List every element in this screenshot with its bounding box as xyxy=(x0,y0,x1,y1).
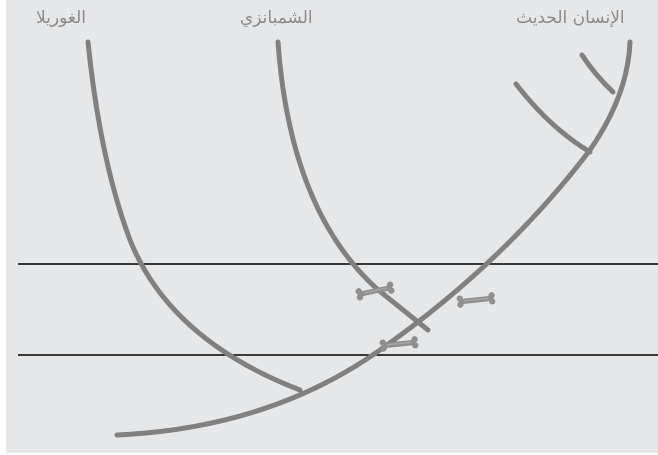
species-label-gorilla: الغوريلا xyxy=(36,8,86,28)
species-label-chimpanzee: الشمبانزي xyxy=(240,8,313,28)
branch-extinct-hominin-1 xyxy=(513,81,593,155)
fossil-bone-icon xyxy=(456,291,496,309)
branch-chimpanzee xyxy=(275,39,431,333)
branch-extinct-hominin-2 xyxy=(579,52,616,95)
branch-main-trunk xyxy=(114,39,633,438)
branch-gorilla xyxy=(85,39,303,393)
species-label-modern-human: الإنسان الحديث xyxy=(516,8,625,28)
